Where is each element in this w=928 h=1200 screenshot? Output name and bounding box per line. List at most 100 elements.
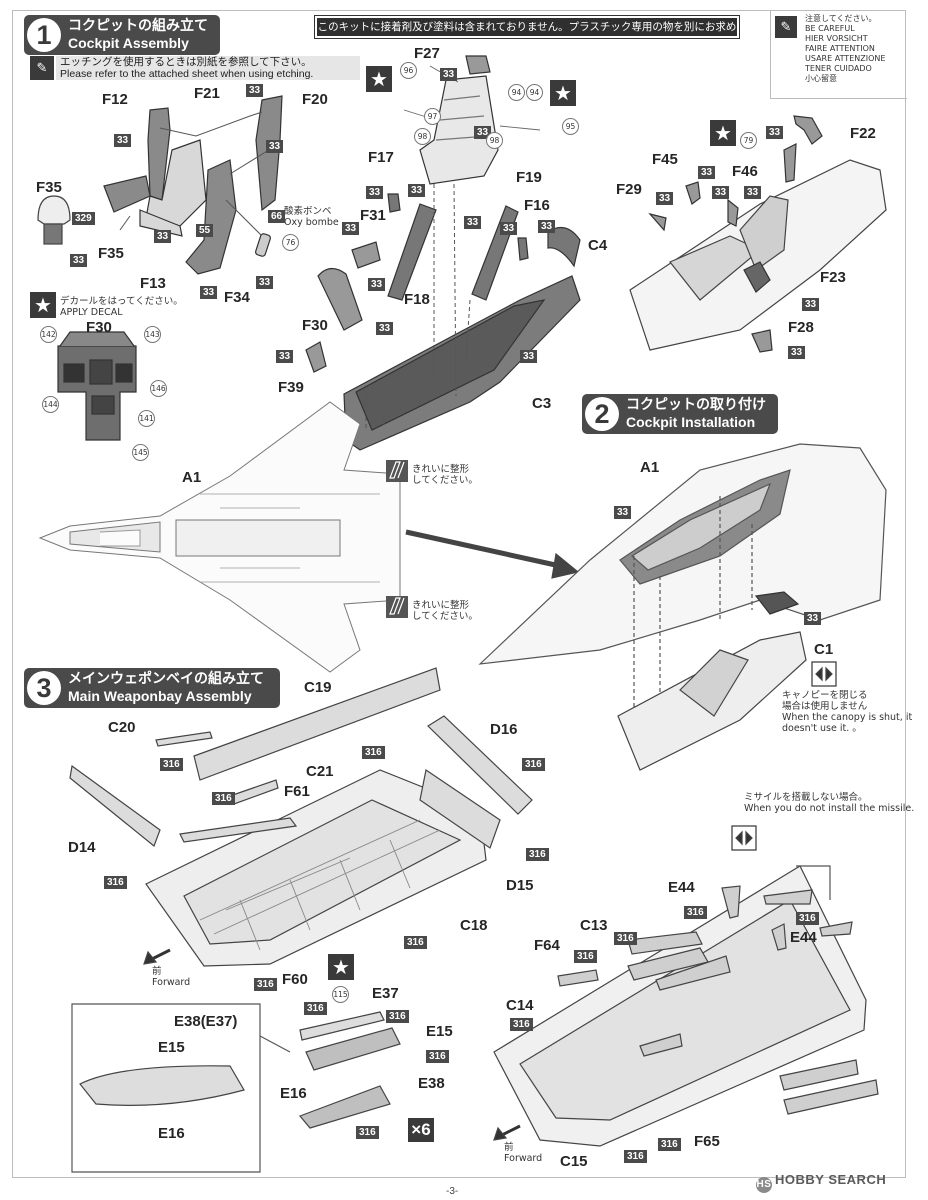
part-label: F12 bbox=[102, 91, 128, 108]
decal-number: 94 bbox=[508, 84, 525, 101]
quantity-badge: ×6 bbox=[408, 1118, 434, 1142]
paint-code: 316 bbox=[404, 936, 427, 949]
cockpit-side-panels bbox=[103, 95, 283, 275]
decal-star-icon: ★ bbox=[30, 292, 56, 318]
page-frame bbox=[12, 10, 906, 1178]
etching-note-text: エッチングを使用するときは別紙を参照して下さい。Please refer to … bbox=[56, 56, 360, 80]
notice-banner: このキットに接着剤及び塗料は含まれておりません。プラスチック専用の物を別にお求め… bbox=[314, 15, 740, 51]
decal-number: 141 bbox=[138, 410, 155, 427]
part-label: F65 bbox=[694, 1133, 720, 1150]
aircraft-top-view bbox=[38, 401, 401, 673]
part-label: F20 bbox=[302, 91, 328, 108]
part-label: C1 bbox=[814, 641, 834, 658]
instrument-panel bbox=[57, 331, 137, 441]
paint-code: 55 bbox=[196, 224, 214, 237]
decal-number: 115 bbox=[332, 986, 349, 1003]
step-3-header: 3 メインウェポンベイの組み立て Main Weaponbay Assembly bbox=[24, 668, 280, 708]
cockpit-tub-installed bbox=[617, 631, 807, 771]
f35-part bbox=[37, 195, 71, 245]
step-title-jp: メインウェポンベイの組み立て bbox=[68, 671, 264, 687]
step-number: 1 bbox=[27, 18, 61, 52]
cleanup-note: きれいに整形してください。 bbox=[412, 464, 478, 486]
paint-code: 33 bbox=[712, 186, 730, 199]
paint-code: 316 bbox=[254, 978, 277, 991]
part-label: F16 bbox=[524, 197, 550, 214]
paint-code: 33 bbox=[766, 126, 784, 139]
part-label: C20 bbox=[108, 719, 136, 736]
decal-star-icon: ★ bbox=[328, 954, 354, 980]
paint-code: 316 bbox=[510, 1018, 533, 1031]
paint-code: 33 bbox=[70, 254, 88, 267]
part-label: E16 bbox=[158, 1125, 185, 1142]
paint-code: 33 bbox=[408, 184, 426, 197]
part-label: F30 bbox=[302, 317, 328, 334]
part-label: C3 bbox=[532, 395, 552, 412]
part-label: E38 bbox=[418, 1075, 445, 1092]
part-label: F34 bbox=[224, 289, 250, 306]
part-label: F13 bbox=[140, 275, 166, 292]
paint-code: 33 bbox=[744, 186, 762, 199]
part-label: E16 bbox=[280, 1085, 307, 1102]
paint-code: 33 bbox=[366, 186, 384, 199]
notice-text: このキットに接着剤及び塗料は含まれておりません。プラスチック専用の物を別にお求め… bbox=[317, 18, 737, 51]
paint-code: 316 bbox=[104, 876, 127, 889]
step-title-en: Cockpit Installation bbox=[626, 414, 756, 430]
decal-number: 143 bbox=[144, 326, 161, 343]
part-label: F64 bbox=[534, 937, 560, 954]
paint-code: 33 bbox=[804, 612, 822, 625]
decal-number: 97 bbox=[424, 108, 441, 125]
paint-code: 316 bbox=[574, 950, 597, 963]
part-label: F17 bbox=[368, 149, 394, 166]
decal-number: 94 bbox=[526, 84, 543, 101]
e-inset-box bbox=[71, 1003, 291, 1173]
part-label: E44 bbox=[790, 929, 817, 946]
watermark-logo-icon: HS bbox=[756, 1177, 772, 1193]
paint-code: 33 bbox=[520, 350, 538, 363]
part-label: F31 bbox=[360, 207, 386, 224]
apply-decal-label: デカールをはってください。APPLY DECAL bbox=[60, 296, 183, 318]
missile-note: ミサイルを搭載しない場合。When you do not install the… bbox=[744, 792, 915, 814]
decal-number: 95 bbox=[562, 118, 579, 135]
paint-code: 33 bbox=[114, 134, 132, 147]
part-label: F61 bbox=[284, 783, 310, 800]
decal-number: 76 bbox=[282, 234, 299, 251]
part-label: F35 bbox=[36, 179, 62, 196]
cleanup-note: きれいに整形してください。 bbox=[412, 600, 478, 622]
step-number: 3 bbox=[27, 671, 61, 705]
decal-number: 145 bbox=[132, 444, 149, 461]
part-label: F60 bbox=[282, 971, 308, 988]
decal-number: 142 bbox=[40, 326, 57, 343]
page-number: -3- bbox=[446, 1186, 459, 1197]
tool-icon: ✎ bbox=[30, 56, 54, 80]
step-title-jp: コクピットの取り付け bbox=[626, 397, 766, 413]
step-title-en: Main Weaponbay Assembly bbox=[68, 688, 252, 704]
paint-code: 66 bbox=[268, 210, 286, 223]
cockpit-forward-fuselage bbox=[629, 159, 887, 351]
paint-code: 33 bbox=[698, 166, 716, 179]
part-label: F28 bbox=[788, 319, 814, 336]
paint-code: 316 bbox=[356, 1126, 379, 1139]
decal-number: 98 bbox=[414, 128, 431, 145]
paint-code: 33 bbox=[266, 140, 284, 153]
part-label: F23 bbox=[820, 269, 846, 286]
paint-code: 316 bbox=[304, 1002, 327, 1015]
part-label: E38(E37) bbox=[174, 1013, 238, 1030]
paint-code: 316 bbox=[526, 848, 549, 861]
decal-number: 144 bbox=[42, 396, 59, 413]
weaponbay-frame-c18 bbox=[145, 769, 487, 967]
step-title-en: Cockpit Assembly bbox=[68, 35, 189, 51]
step-2-header: 2 コクピットの取り付け Cockpit Installation bbox=[582, 394, 778, 434]
part-label: D14 bbox=[68, 839, 96, 856]
paint-code: 33 bbox=[614, 506, 632, 519]
paint-code: 33 bbox=[376, 322, 394, 335]
decal-star-icon: ★ bbox=[710, 120, 736, 146]
part-label: C14 bbox=[506, 997, 534, 1014]
part-label: F27 bbox=[414, 45, 440, 62]
paint-code: 316 bbox=[522, 758, 545, 771]
paint-code: 316 bbox=[684, 906, 707, 919]
